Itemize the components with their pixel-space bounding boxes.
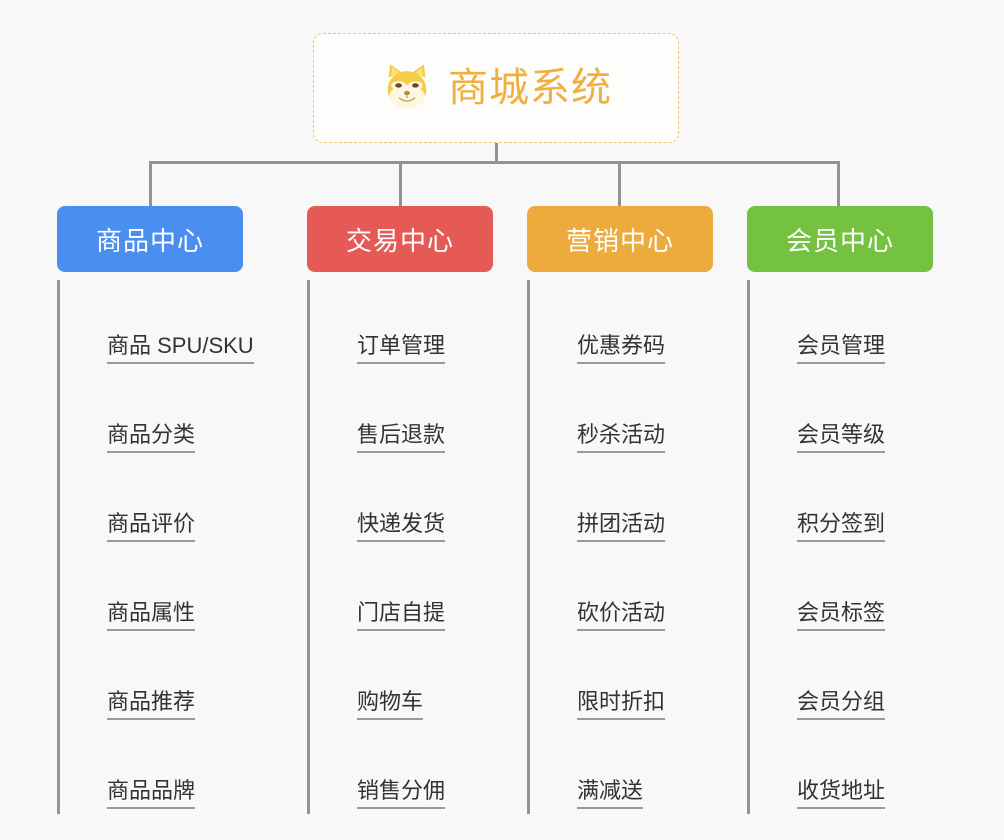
leaf-item[interactable]: 砍价活动 [533, 547, 713, 636]
leaf-label: 会员标签 [797, 600, 886, 631]
leaf-label: 门店自提 [357, 600, 446, 631]
branch-header-2[interactable]: 交易中心 [307, 206, 493, 272]
leaf-item[interactable]: 积分签到 [753, 458, 933, 547]
branch-header-1[interactable]: 商品中心 [57, 206, 243, 272]
leaf-item[interactable]: 门店自提 [313, 547, 493, 636]
branch-header-label-4: 会员中心 [785, 225, 894, 256]
leaf-label: 售后退款 [357, 422, 446, 453]
leaf-label: 积分签到 [797, 511, 886, 542]
leaf-item[interactable]: 收货地址 [753, 725, 933, 814]
leaf-label: 会员分组 [797, 689, 886, 720]
leaf-label: 销售分佣 [357, 778, 446, 809]
leaf-label: 快递发货 [357, 511, 446, 542]
leaf-label: 砍价活动 [577, 600, 666, 631]
leaf-item[interactable]: 限时折扣 [533, 636, 713, 725]
leaf-item[interactable]: 拼团活动 [533, 458, 713, 547]
leaf-item[interactable]: 会员管理 [753, 280, 933, 369]
leaf-label: 会员等级 [797, 422, 886, 453]
leaf-label: 商品推荐 [107, 689, 196, 720]
branch-header-4[interactable]: 会员中心 [747, 206, 933, 272]
leaf-item[interactable]: 优惠券码 [533, 280, 713, 369]
root-node-shop-system[interactable]: 商城系统 [313, 33, 679, 143]
connector-drop-branch-1 [149, 161, 152, 208]
leaf-item[interactable]: 商品分类 [63, 369, 243, 458]
leaf-label: 商品属性 [107, 600, 196, 631]
leaf-item[interactable]: 商品评价 [63, 458, 243, 547]
leaf-item[interactable]: 满减送 [533, 725, 713, 814]
leaf-item[interactable]: 商品 SPU/SKU [63, 280, 254, 369]
branch-leaf-list-4: 会员管理 会员等级 积分签到 会员标签 会员分组 收货地址 [747, 280, 933, 814]
leaf-item[interactable]: 商品品牌 [63, 725, 243, 814]
leaf-label: 商品品牌 [107, 778, 196, 809]
branch-column-4: 会员中心 会员管理 会员等级 积分签到 会员标签 会员分组 收货地址 [747, 206, 933, 814]
leaf-label: 商品 SPU/SKU [107, 333, 254, 364]
branch-header-3[interactable]: 营销中心 [527, 206, 713, 272]
connector-drop-branch-3 [618, 161, 621, 208]
branch-leaf-list-2: 订单管理 售后退款 快递发货 门店自提 购物车 销售分佣 [307, 280, 493, 814]
branch-leaf-list-3: 优惠券码 秒杀活动 拼团活动 砍价活动 限时折扣 满减送 [527, 280, 713, 814]
leaf-item[interactable]: 会员等级 [753, 369, 933, 458]
leaf-item[interactable]: 购物车 [313, 636, 493, 725]
leaf-label: 优惠券码 [577, 333, 666, 364]
leaf-item[interactable]: 商品属性 [63, 547, 243, 636]
root-title: 商城系统 [448, 66, 612, 110]
branch-header-label-3: 营销中心 [565, 225, 674, 256]
branch-column-2: 交易中心 订单管理 售后退款 快递发货 门店自提 购物车 销售分佣 [307, 206, 493, 814]
connector-drop-branch-4 [837, 161, 840, 208]
connector-horizontal-bus [149, 161, 840, 164]
leaf-label: 满减送 [577, 778, 644, 809]
leaf-label: 购物车 [357, 689, 424, 720]
leaf-label: 限时折扣 [577, 689, 666, 720]
leaf-item[interactable]: 秒杀活动 [533, 369, 713, 458]
leaf-label: 订单管理 [357, 333, 446, 364]
leaf-item[interactable]: 售后退款 [313, 369, 493, 458]
leaf-label: 秒杀活动 [577, 422, 666, 453]
leaf-label: 收货地址 [797, 778, 886, 809]
leaf-item[interactable]: 订单管理 [313, 280, 493, 369]
leaf-label: 商品评价 [107, 511, 196, 542]
leaf-item[interactable]: 会员标签 [753, 547, 933, 636]
leaf-label: 会员管理 [797, 333, 886, 364]
branch-column-3: 营销中心 优惠券码 秒杀活动 拼团活动 砍价活动 限时折扣 满减送 [527, 206, 713, 814]
leaf-item[interactable]: 会员分组 [753, 636, 933, 725]
branch-header-label-2: 交易中心 [345, 225, 454, 256]
branch-leaf-list-1: 商品 SPU/SKU 商品分类 商品评价 商品属性 商品推荐 商品品牌 [57, 280, 254, 814]
branch-header-label-1: 商品中心 [95, 225, 204, 256]
leaf-label: 商品分类 [107, 422, 196, 453]
connector-root-stem [495, 143, 498, 163]
branch-column-1: 商品中心 商品 SPU/SKU 商品分类 商品评价 商品属性 商品推荐 商品品牌 [57, 206, 254, 814]
leaf-label: 拼团活动 [577, 511, 666, 542]
connector-drop-branch-2 [399, 161, 402, 208]
leaf-item[interactable]: 快递发货 [313, 458, 493, 547]
leaf-item[interactable]: 销售分佣 [313, 725, 493, 814]
shiba-dog-icon [380, 61, 434, 115]
leaf-item[interactable]: 商品推荐 [63, 636, 243, 725]
